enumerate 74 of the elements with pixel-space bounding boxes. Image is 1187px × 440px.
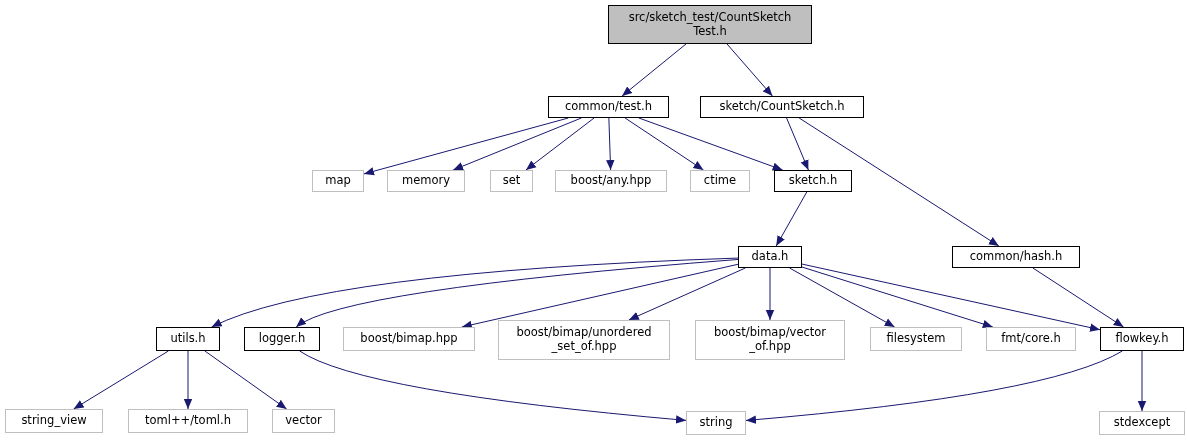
file-node: [387, 170, 465, 192]
file-node: [690, 170, 750, 192]
file-name: flowkey.h: [1115, 332, 1169, 346]
file-node: [128, 409, 248, 433]
arrow: [801, 263, 1101, 332]
file-node: [686, 411, 746, 435]
arrow: [1137, 350, 1147, 412]
file-name: boost/any.hpp: [570, 174, 652, 188]
file-name: string: [699, 416, 733, 430]
arrow: [452, 117, 582, 171]
file-node: [548, 96, 669, 118]
file-name: boost/bimap/vector _of.hpp: [712, 326, 828, 354]
arrow: [798, 117, 1000, 247]
file-name: fmt/core.h: [1001, 332, 1061, 346]
arrow: [461, 263, 739, 329]
file-name: vector: [285, 414, 322, 428]
arrow: [363, 117, 569, 176]
arrow: [801, 266, 994, 328]
arrow: [726, 43, 773, 97]
file-node: [312, 170, 364, 192]
file-node: [1099, 411, 1185, 435]
file-node: [952, 246, 1080, 268]
file-name: data.h: [751, 250, 789, 264]
file-name: set: [502, 174, 521, 188]
file-node: [555, 170, 667, 192]
file-node: [608, 5, 812, 44]
file-node: [498, 320, 670, 360]
file-node: [986, 327, 1076, 351]
arrow: [628, 267, 746, 321]
arrow: [299, 350, 687, 424]
file-node: [695, 320, 845, 360]
file-node: [490, 170, 533, 192]
file-name: boost/bimap/unordered _set_of.hpp: [515, 326, 653, 354]
arrow: [183, 350, 193, 410]
file-node: [738, 246, 802, 268]
file-name: map: [325, 174, 351, 188]
file-node: [244, 327, 320, 351]
file-node: [870, 327, 962, 351]
arrow: [775, 191, 808, 247]
arrow: [204, 350, 288, 410]
arrow: [765, 267, 775, 321]
arrow: [606, 117, 615, 171]
file-name: filesystem: [886, 332, 946, 346]
file-name: common/hash.h: [969, 250, 1063, 264]
file-node: [156, 327, 220, 351]
file-name: stdexcept: [1113, 416, 1171, 430]
arrow: [73, 350, 169, 410]
arrow: [211, 257, 739, 328]
file-node: [1100, 327, 1184, 351]
arrow: [621, 43, 687, 97]
arrow: [745, 350, 1123, 424]
file-name: string_view: [21, 414, 87, 428]
file-node: [700, 96, 864, 118]
file-name: ctime: [703, 174, 737, 188]
arrow: [638, 117, 784, 171]
file-name: toml++/toml.h: [145, 414, 231, 428]
arrow: [1032, 267, 1125, 328]
file-name: sketch/CountSketch.h: [719, 100, 845, 114]
file-node: [774, 170, 852, 192]
file-name: sketch.h: [788, 174, 838, 188]
file-name: utils.h: [170, 332, 206, 346]
file-node: [5, 409, 103, 433]
file-name: common/test.h: [565, 100, 652, 114]
file-name: src/sketch_test/CountSketch Test.h: [627, 10, 793, 39]
arrow: [624, 117, 704, 171]
arrow: [295, 258, 739, 328]
file-name: logger.h: [258, 332, 306, 346]
file-name: boost/bimap.hpp: [360, 332, 458, 346]
arrow: [525, 117, 595, 171]
file-node: [343, 327, 475, 351]
arrow: [786, 117, 809, 171]
file-node: [272, 409, 335, 433]
file-name: memory: [401, 174, 451, 188]
arrow: [789, 267, 896, 328]
